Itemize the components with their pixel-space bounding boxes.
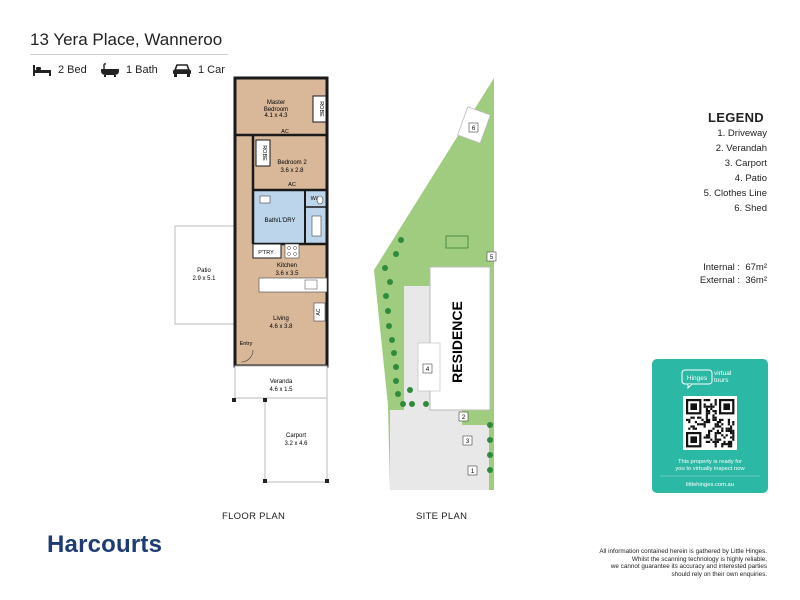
legend-item: 6. Shed	[734, 203, 767, 214]
living-dims: 4.6 x 3.8	[269, 324, 293, 330]
ac-label-living: AC	[316, 308, 322, 315]
ac-label-master: AC	[281, 129, 289, 135]
kitchen-name: Kitchen	[277, 263, 297, 269]
carport-paving	[445, 425, 489, 490]
baths-label: 1 Bath	[126, 64, 158, 76]
internal-area-value: 67m²	[745, 262, 767, 273]
pantry-box	[252, 243, 282, 259]
cars-feature: 1 Car	[172, 60, 225, 80]
marker-5: 5	[490, 255, 494, 261]
bedroom2-dims: 3.6 x 2.8	[280, 168, 304, 174]
veranda-dims: 4.6 x 1.5	[269, 387, 293, 393]
car-icon	[173, 64, 191, 77]
marker-1-box	[467, 465, 478, 476]
legend-item: 5. Clothes Line	[703, 188, 767, 199]
carport-dims: 3.2 x 4.6	[284, 441, 308, 447]
marker-5-box	[486, 251, 497, 262]
beds-label: 2 Bed	[58, 64, 87, 76]
disclaimer-line: Whilst the scanning technology is highly…	[631, 555, 767, 563]
qr-url: littlehinges.com.au	[686, 482, 734, 488]
veranda-area	[234, 365, 328, 399]
carport-post-2	[263, 398, 267, 402]
site-plan-label: SITE PLAN	[416, 511, 468, 522]
patio-area	[174, 225, 236, 325]
kitchen-dims: 3.6 x 3.5	[275, 271, 299, 277]
bath-laundry-name: Bath/L'DRY	[264, 218, 295, 224]
disclaimer-line: we cannot guarantee its accuracy and int…	[610, 563, 767, 571]
site-plan: RESIDENCE 1 2 3 4 5 6	[374, 78, 497, 490]
robe-bed2-label: ROBE	[261, 145, 267, 161]
carport-post-3	[263, 479, 267, 483]
title-divider	[30, 54, 228, 55]
marker-4-box	[422, 363, 433, 374]
bath-icon	[101, 63, 119, 77]
marker-2: 2	[462, 415, 466, 421]
carport-name: Carport	[286, 433, 306, 439]
trees	[382, 237, 493, 473]
living-name: Living	[273, 316, 289, 322]
marker-3-box	[462, 435, 473, 446]
external-area-label: External	[699, 275, 735, 286]
entry-label: Entry	[240, 341, 253, 347]
marker-2-box	[458, 411, 469, 422]
marker-6: 6	[472, 126, 476, 132]
disclaimer: All information contained herein is gath…	[557, 548, 767, 578]
wc-label: W/C	[311, 196, 322, 202]
floor-plan-label: FLOOR PLAN	[222, 511, 286, 522]
shower-icon	[311, 215, 322, 237]
legend-item: 3. Carport	[724, 158, 767, 169]
site-clothes-line	[445, 235, 469, 249]
legend-item: 1. Driveway	[717, 128, 767, 139]
carport-area	[264, 397, 328, 483]
legend-title: LEGEND	[708, 110, 764, 125]
washer-icon	[259, 195, 271, 204]
ac-label-bed2: AC	[288, 182, 296, 188]
ac-unit-living	[313, 302, 326, 322]
carport-post-4	[325, 479, 329, 483]
marker-3: 3	[466, 439, 470, 445]
external-area-row: External : 36m²	[699, 275, 767, 286]
harcourts-logo: Harcourts	[47, 531, 163, 558]
disclaimer-line: All information contained herein is gath…	[599, 548, 767, 555]
marker-1: 1	[471, 469, 475, 475]
property-address: 13 Yera Place, Wanneroo	[30, 30, 223, 49]
master-bedroom-dims: 4.1 x 4.3	[264, 113, 288, 119]
cars-label: 1 Car	[198, 64, 225, 76]
bed-icon	[33, 65, 51, 76]
carport-post-1	[232, 398, 236, 402]
robe-master	[312, 95, 327, 123]
external-area-value: 36m²	[745, 275, 767, 286]
toilet-icon	[316, 195, 324, 205]
baths-feature: 1 Bath	[100, 60, 158, 80]
internal-area-label: Internal	[703, 262, 735, 273]
sink-icon	[304, 279, 318, 290]
beds-feature: 2 Bed	[32, 60, 87, 80]
internal-area-row: Internal : 67m²	[703, 262, 767, 273]
legend-item: 2. Verandah	[715, 143, 767, 154]
robe-master-label: ROBE	[318, 101, 324, 117]
patio-name: Patio	[197, 268, 211, 274]
veranda-name: Veranda	[270, 379, 293, 385]
marker-6-box	[468, 122, 479, 133]
cooktop-icon	[284, 243, 300, 259]
pantry-label: P'TRY	[258, 250, 274, 256]
entry-door-swing	[240, 349, 254, 363]
hinges-brand: Hinges	[687, 375, 708, 382]
marker-4: 4	[426, 367, 430, 373]
legend-item: 4. Patio	[734, 173, 767, 184]
bedroom2-name: Bedroom 2	[277, 160, 307, 166]
robe-bed2	[255, 139, 271, 167]
residence-label: RESIDENCE	[449, 301, 465, 383]
patio-dims: 2.9 x 5.1	[192, 276, 216, 282]
disclaimer-line: should rely on their own enquiries.	[671, 570, 767, 578]
driveway-paving	[390, 410, 462, 490]
